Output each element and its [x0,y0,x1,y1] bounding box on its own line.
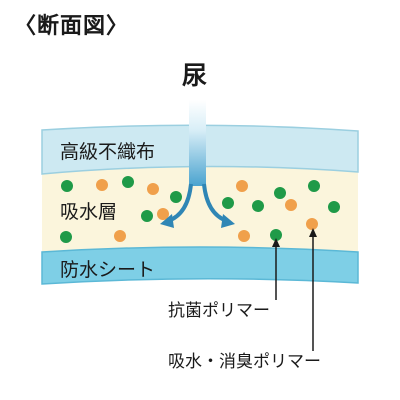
antibacterial-polymer-dot [122,176,134,188]
antibacterial-polymer-dot [222,197,234,209]
diagram-title: 〈断面図〉 [14,14,130,39]
antibacterial-polymer-dot [328,201,340,213]
absorbent-layer-label: 吸水層 [60,201,118,223]
antibacterial-polymer-dot [252,200,264,212]
absorbent-polymer-dot [157,208,169,220]
spread-arrows [160,183,235,228]
antibacterial-polymer-dot [308,180,320,192]
absorbent-polymer-dot [96,179,108,191]
absorbent-deodorant-polymer-label: 吸水・消臭ポリマー [168,352,321,372]
antibacterial-polymer-label: 抗菌ポリマー [168,301,270,321]
absorbent-polymer-dot [114,230,126,242]
waterproof-layer-label: 防水シート [60,259,156,281]
leader-lines [272,228,317,351]
absorbent-polymer-dot [147,183,159,195]
urine-flow-column [189,100,206,186]
antibacterial-polymer-dot [141,210,153,222]
antibacterial-polymer-dot [270,229,282,241]
antibacterial-polymer-dot [60,231,72,243]
absorbent-polymer-dot [238,230,250,242]
antibacterial-polymer-dot [274,187,286,199]
absorbent-polymer-dot [306,218,318,230]
absorbent-polymer-dot [285,199,297,211]
urine-label: 尿 [182,61,208,90]
antibacterial-polymer-dot [61,180,73,192]
nonwoven-layer-label: 高級不織布 [60,141,156,163]
antibacterial-polymer-dot [170,191,182,203]
polymer-dots [60,176,340,243]
waterproof-layer [41,246,359,285]
absorbent-polymer-dot [236,180,248,192]
